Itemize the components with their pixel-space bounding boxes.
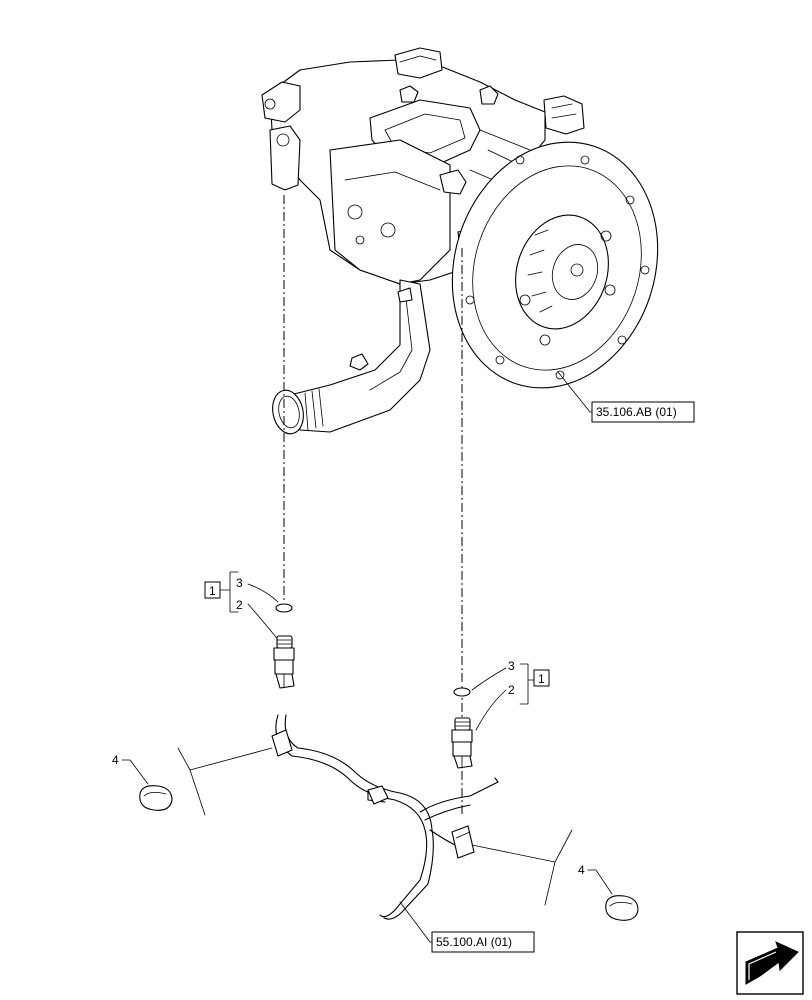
- svg-text:2: 2: [508, 683, 515, 697]
- reference-callout-bottom[interactable]: 55.100.AI (01): [399, 901, 535, 953]
- group-marker-right: 1 3 2: [471, 659, 550, 731]
- clip-leader-left: [177, 747, 273, 816]
- clip-callout-left[interactable]: 4: [112, 753, 149, 785]
- svg-text:3: 3: [236, 576, 243, 590]
- pressure-sensor-icon: [273, 635, 295, 689]
- clip-leader-right: [471, 829, 573, 906]
- svg-text:4: 4: [578, 863, 585, 877]
- cable-clip-icon: [605, 895, 639, 921]
- svg-text:2: 2: [236, 598, 243, 612]
- o-ring-icon: [453, 687, 471, 697]
- reference-label-bottom: 55.100.AI (01): [436, 935, 512, 949]
- o-ring-icon: [275, 603, 293, 613]
- cable-clip-icon: [139, 785, 173, 811]
- clip-callout-right[interactable]: 4: [578, 863, 613, 895]
- reference-callout-top[interactable]: 35.106.AB (01): [557, 371, 695, 423]
- reference-label-top: 35.106.AB (01): [596, 405, 677, 419]
- svg-text:1: 1: [209, 584, 216, 598]
- svg-text:3: 3: [508, 659, 515, 673]
- svg-text:1: 1: [538, 672, 545, 686]
- group-marker-left: 1 3 2: [204, 571, 281, 643]
- navigation-arrow-icon[interactable]: [736, 931, 804, 995]
- svg-text:4: 4: [112, 753, 119, 767]
- transmission-assembly-icon: [261, 47, 659, 435]
- pressure-sensor-icon: [451, 717, 473, 769]
- wire-harness-icon: [271, 714, 499, 920]
